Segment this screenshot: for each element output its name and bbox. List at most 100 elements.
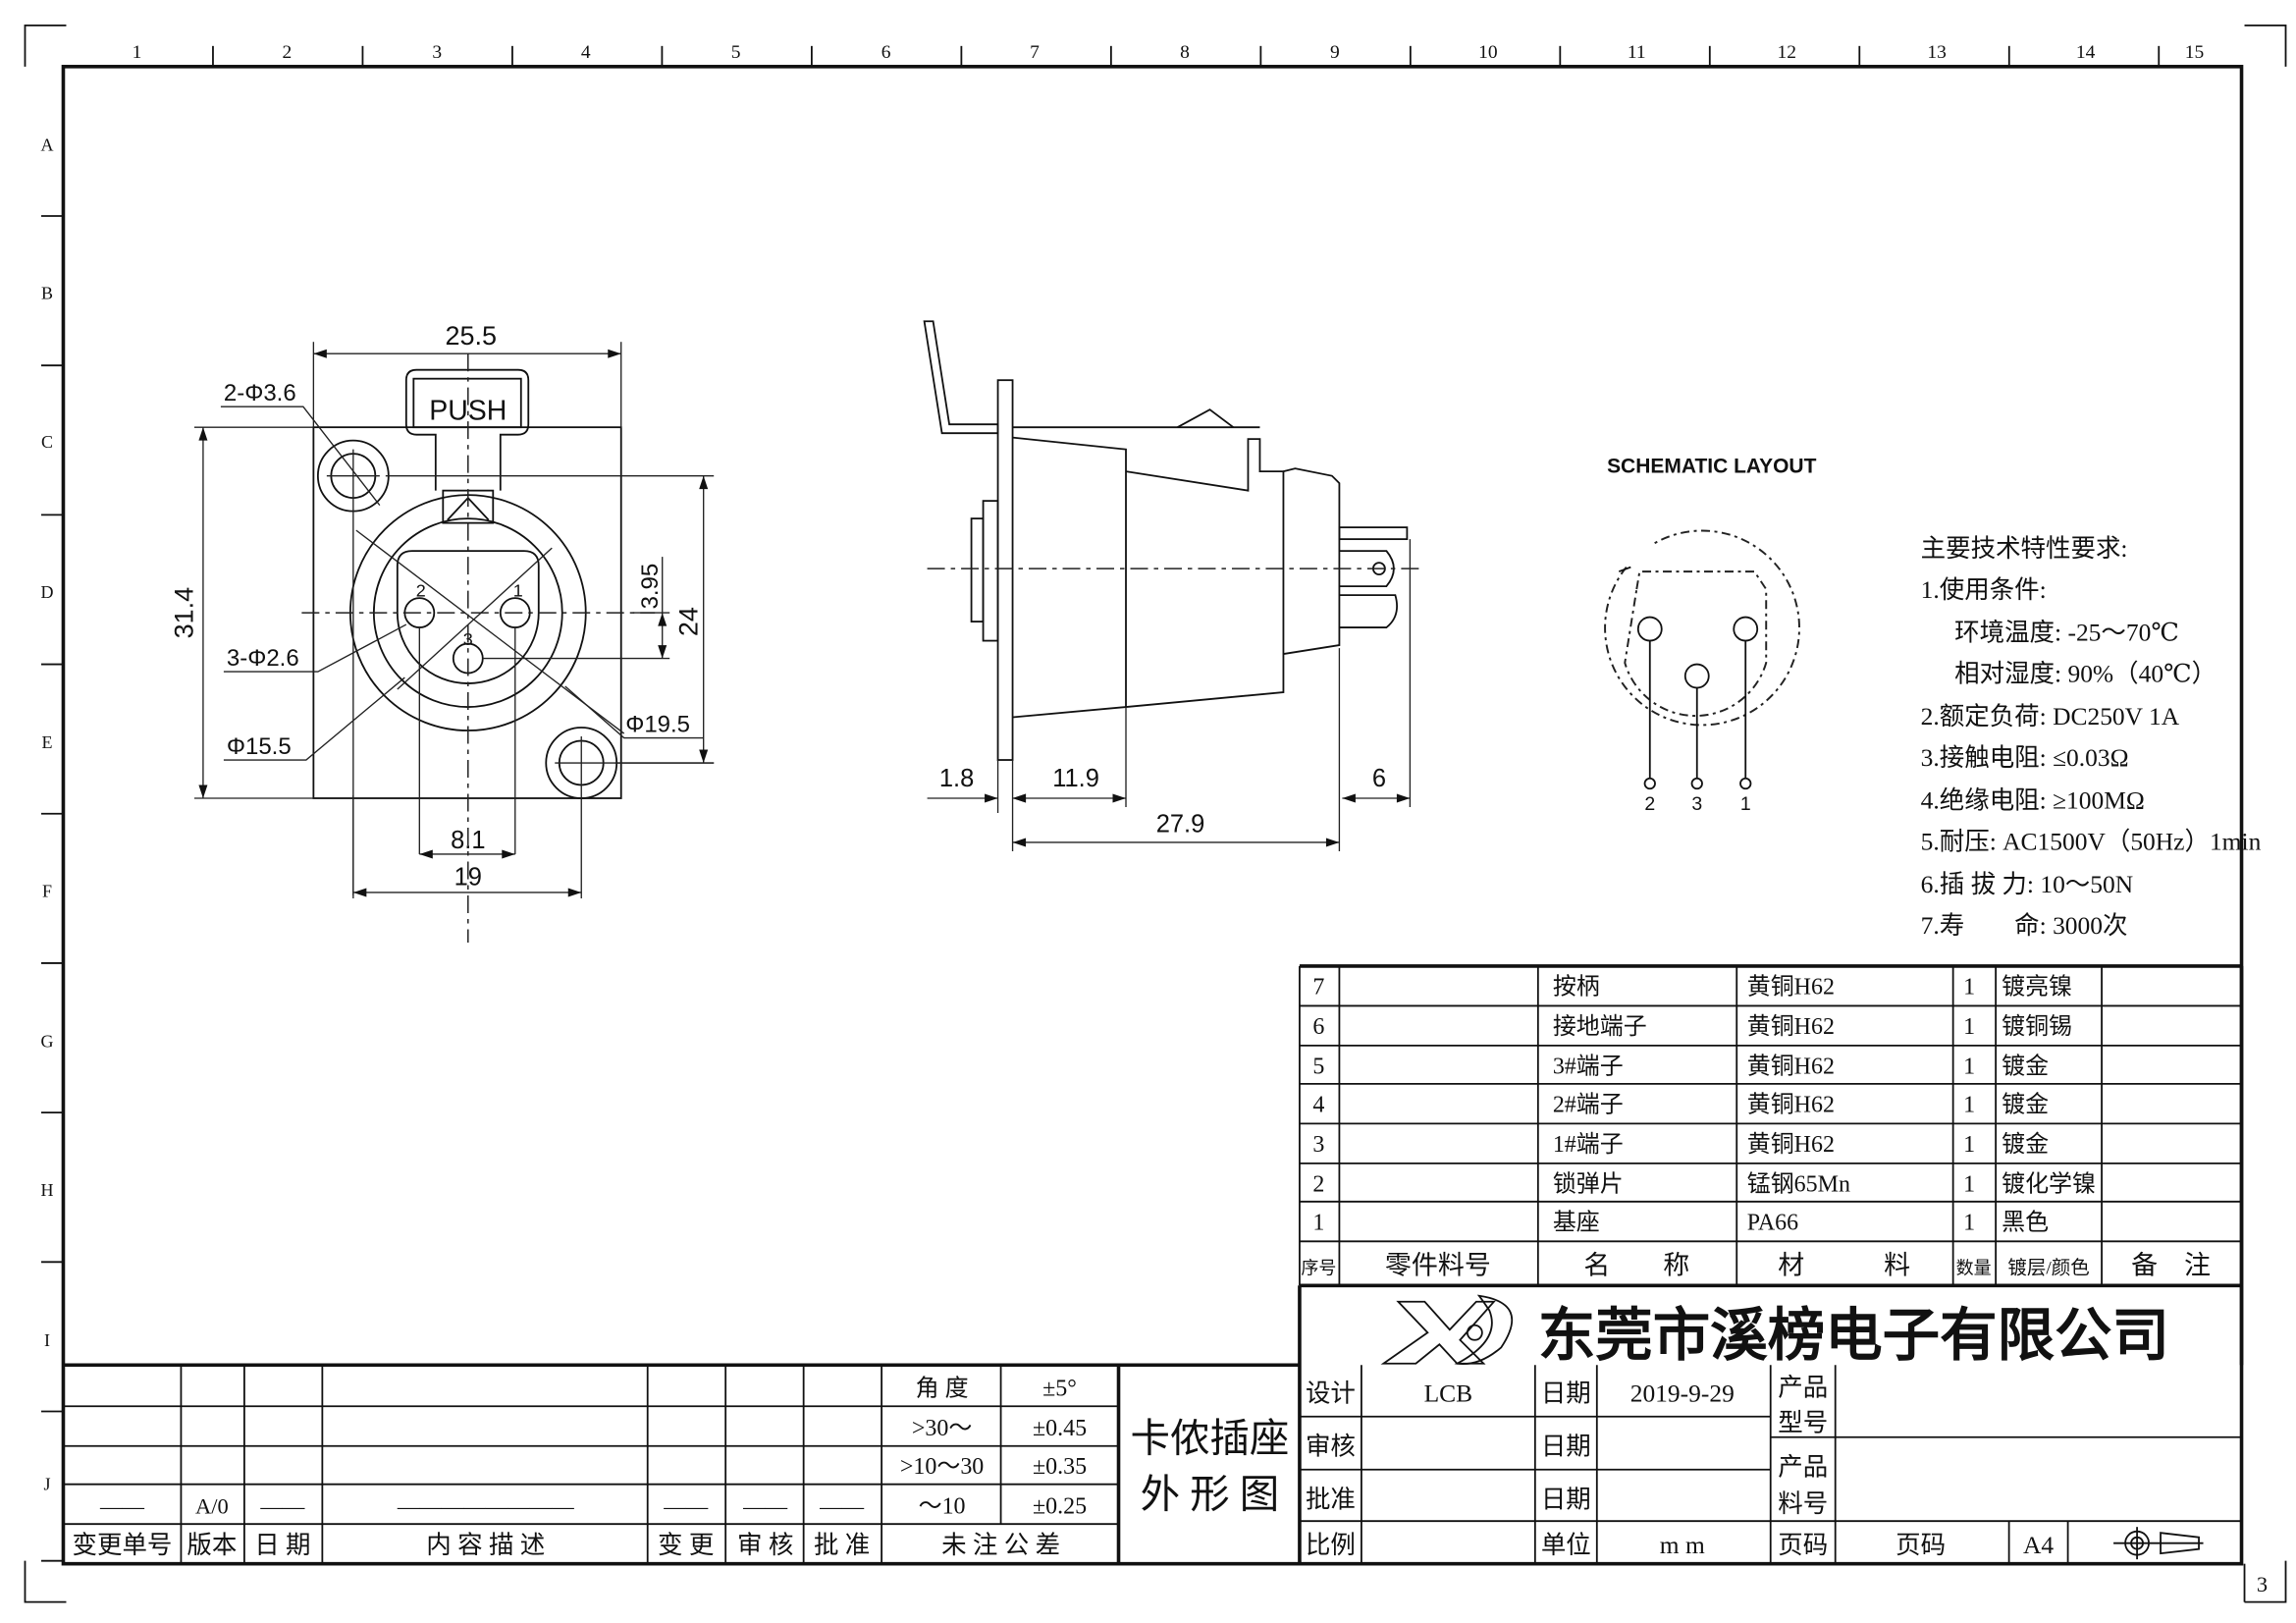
part-material: 黄铜H62 (1747, 1091, 1835, 1117)
leader-line (223, 676, 405, 761)
callout-outer-dia: Φ19.5 (625, 712, 690, 738)
contact-insert (396, 550, 540, 684)
revision-cell: A/0 (195, 1494, 229, 1519)
part-name: 3#端子 (1553, 1053, 1624, 1079)
ruler-column-label: 6 (881, 42, 891, 63)
ruler-column-label: 8 (1180, 42, 1190, 63)
revision-cell: —— (99, 1494, 144, 1519)
corner-mark (2244, 24, 2287, 67)
spec-line: 7.寿 命: 3000次 (1921, 911, 2128, 940)
ruler-row-label: D (40, 582, 53, 602)
ruler-row-label: I (44, 1330, 50, 1350)
ruler-column-label: 2 (282, 42, 292, 63)
housing-outline (1604, 529, 1800, 727)
leader-line (220, 406, 381, 507)
title-block-unit-value: m m (1660, 1531, 1705, 1559)
model-label: 型号 (1778, 1409, 1828, 1437)
ruler-row-label: A (40, 135, 53, 154)
title-block-review-date-label: 日期 (1541, 1433, 1591, 1461)
part-qty: 1 (1963, 1210, 1975, 1235)
arrowhead (985, 793, 998, 803)
part-qty: 1 (1963, 974, 1975, 1000)
part-seq: 7 (1312, 974, 1324, 1000)
callout-pin-holes: 3-Φ2.6 (227, 645, 299, 672)
title-block-approve-label: 批准 (1306, 1486, 1356, 1514)
arrowhead (567, 888, 582, 897)
part-material: 黄铜H62 (1747, 1013, 1835, 1040)
schematic-terminal (1690, 777, 1703, 790)
part-qty: 1 (1963, 1054, 1975, 1079)
part-name: 按柄 (1553, 973, 1600, 1000)
arrowhead (198, 427, 208, 441)
arrowhead (1012, 838, 1027, 847)
revision-cell: —— (742, 1494, 787, 1519)
part-qty: 1 (1963, 1171, 1975, 1197)
arrowhead (1342, 793, 1356, 803)
part-finish: 镀金 (2002, 1091, 2049, 1117)
schematic-terminal (1643, 777, 1656, 790)
part-seq: 5 (1312, 1054, 1324, 1079)
dim-height: 31.4 (169, 587, 198, 639)
arrowhead (699, 749, 709, 764)
logo-dot (1466, 1324, 1483, 1341)
arrowhead (502, 849, 515, 859)
ruler-column-label: 14 (2076, 42, 2096, 63)
drawing-title: 卡侬插座 (1131, 1417, 1290, 1461)
part-qty: 1 (1963, 1092, 1975, 1117)
arrowhead (1325, 838, 1340, 847)
part-finish: 镀亮镍 (2002, 973, 2072, 1000)
drawing-subtitle: 外 形 图 (1141, 1473, 1280, 1517)
projection-cone (2160, 1532, 2200, 1555)
spec-line: 相对湿度: 90%（40℃） (1954, 660, 2216, 688)
dim-hole-pitch-v: 24 (674, 607, 704, 636)
schematic-pin-label: 3 (1691, 793, 1702, 815)
part-material: PA66 (1747, 1210, 1798, 1235)
latch (1177, 408, 1235, 428)
arrowhead (1396, 793, 1411, 803)
dim-hole-pitch-h: 19 (454, 863, 482, 891)
pin-label: 1 (513, 581, 523, 601)
part-finish: 黑色 (2002, 1209, 2049, 1235)
partno-label: 产品 (1778, 1453, 1828, 1482)
spec-line: 1.使用条件: (1921, 575, 2047, 604)
body-section-2 (1125, 438, 1285, 708)
dim-pins: 6 (1372, 765, 1386, 792)
spec-line: 环境温度: -25～70℃ (1954, 619, 2179, 647)
tolerance-range: >30～ (912, 1416, 972, 1441)
part-qty: 1 (1963, 1014, 1975, 1040)
corner-mark (2244, 1560, 2287, 1603)
dim-pin-offset: 3.95 (637, 564, 664, 610)
terminal-solder-cup (1339, 594, 1398, 628)
spec-line: 6.插 拔 力: 10～50N (1921, 870, 2134, 898)
schematic-terminal (1739, 777, 1752, 790)
dim-width: 25.5 (446, 321, 498, 351)
leader-line (223, 623, 407, 673)
schematic-pin-label: 2 (1644, 793, 1655, 815)
part-seq: 6 (1312, 1014, 1324, 1040)
tolerance-value: ±0.25 (1033, 1494, 1087, 1520)
revision-cell: —— (819, 1494, 864, 1519)
revision-cell: ———————— (397, 1494, 574, 1519)
table-header: 零件料号 (1385, 1250, 1491, 1279)
arrowhead (352, 888, 367, 897)
body-section-3 (1283, 467, 1341, 655)
partno-label: 料号 (1778, 1489, 1828, 1518)
arrowhead (313, 349, 327, 358)
arrowhead (699, 475, 709, 490)
revision-table: 变更单号——版本A/0日 期——内 容 描 述————————变 更——审 核—… (63, 1363, 1300, 1564)
part-material: 锰钢65Mn (1747, 1170, 1850, 1197)
table-header: 备 注 (2131, 1250, 2211, 1279)
front-lip-inner (970, 517, 985, 622)
revision-header: 变更单号 (73, 1531, 173, 1559)
table-header: 序号 (1301, 1258, 1336, 1277)
part-finish: 镀铜锡 (2002, 1013, 2072, 1040)
part-name: 接地端子 (1553, 1013, 1647, 1040)
arrowhead (1012, 793, 1027, 803)
insert-outline (1624, 570, 1768, 717)
ruler-row-label: C (41, 432, 53, 452)
part-material: 黄铜H62 (1747, 1131, 1835, 1158)
